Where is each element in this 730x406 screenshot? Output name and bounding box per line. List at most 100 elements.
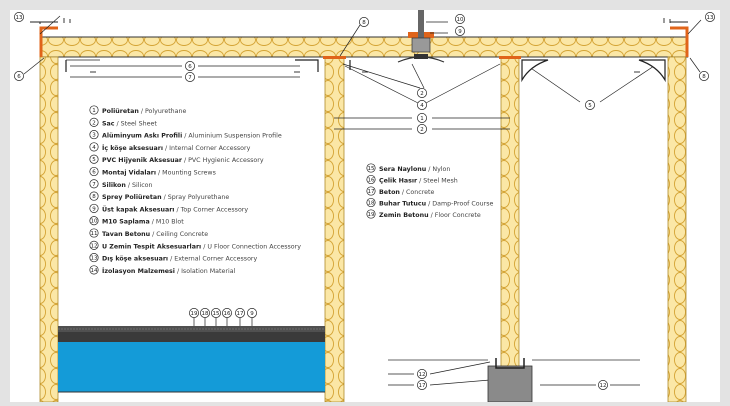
legend-label-en: / Steel Mesh xyxy=(417,178,458,185)
legend-label: Zemin Betonu / Floor Concrete xyxy=(379,212,481,219)
legend-number: 17 xyxy=(368,189,375,195)
legend-label-tr: Poliüretan xyxy=(102,108,139,115)
callout-6-span: 6 xyxy=(185,61,195,71)
callout-12-base-right: 12 xyxy=(598,380,608,390)
callout-badge xyxy=(417,113,427,123)
legend-number-badge xyxy=(89,166,99,177)
wall-panel-right xyxy=(667,56,687,403)
callout-9-top-mid: 9 xyxy=(455,26,465,36)
callout-2-mid: 2 xyxy=(417,88,427,98)
legend-label: Montaj Vidaları / Mounting Screws xyxy=(102,170,216,177)
legend-label: Sprey Poliüretan / Spray Polyurethane xyxy=(102,194,229,201)
legend-label-en: / Polyurethane xyxy=(139,108,187,115)
legend-label-en: / Internal Corner Accessory xyxy=(163,145,251,152)
legend-label: M10 Saplama / M10 Blot xyxy=(102,219,184,226)
legend-number-badge xyxy=(366,174,376,185)
legend-number: 8 xyxy=(92,194,96,200)
legend-label-tr: Beton xyxy=(379,189,400,196)
callout-number: 19 xyxy=(191,311,198,317)
legend-number-badge xyxy=(89,142,99,152)
callout-badge xyxy=(417,88,427,98)
legend-number-badge xyxy=(89,154,99,164)
legend-label-tr: U Zemin Tespit Aksesuarları xyxy=(102,243,201,250)
legend-label-tr: M10 Saplama xyxy=(102,219,150,226)
legend-label-tr: Montaj Vidaları xyxy=(102,170,156,177)
callout-number: 17 xyxy=(419,383,426,389)
callout-13-top-right: 13 xyxy=(705,12,715,22)
callout-badge xyxy=(189,308,199,318)
legend-number: 7 xyxy=(92,182,96,188)
callout-badge xyxy=(222,308,232,318)
callout-number: 4 xyxy=(420,103,424,109)
legend-label-en: / M10 Blot xyxy=(150,219,184,226)
legend-label-en: / Ceiling Concrete xyxy=(150,231,208,238)
wall-panel-middle xyxy=(324,56,345,403)
callout-badge xyxy=(585,100,595,110)
callout-number: 12 xyxy=(419,372,426,378)
callout-10-top-mid: 10 xyxy=(455,14,465,24)
legend-number-badge xyxy=(89,216,99,226)
legend-label-tr: Üst kapak Aksesuarı xyxy=(102,204,174,213)
callout-number: 10 xyxy=(457,17,464,23)
legend-right-item-15: 15 Sera Naylonu / Nylon xyxy=(366,163,450,173)
callout-badge xyxy=(247,308,257,318)
wall-panel-center xyxy=(500,56,520,368)
legend-number-badge xyxy=(366,163,376,173)
callout-badge xyxy=(455,14,465,24)
legend-label-tr: İzolasyon Malzemesi xyxy=(102,266,175,275)
legend-right-item-17: 17 Beton / Concrete xyxy=(366,186,435,196)
callout-number: 13 xyxy=(16,15,23,21)
callout-badge xyxy=(598,380,608,390)
callout-badge xyxy=(455,26,465,36)
legend-label: Buhar Tutucu / Damp-Proof Course xyxy=(379,201,494,208)
legend-number-badge xyxy=(366,209,376,219)
callout-floor-9: 9 xyxy=(247,308,257,318)
callout-number: 16 xyxy=(224,311,231,317)
legend-number: 4 xyxy=(92,145,96,151)
legend-label-en: / Concrete xyxy=(400,189,435,196)
legend-number: 16 xyxy=(368,178,375,184)
legend-label: PVC Hijyenik Aksesuar / PVC Hygienic Acc… xyxy=(102,157,264,164)
callout-badge xyxy=(417,369,427,379)
callout-badge xyxy=(211,308,221,318)
legend-label: Alüminyum Askı Profili / Aluminium Suspe… xyxy=(102,133,282,140)
legend-label-en: / Spray Polyurethane xyxy=(162,194,230,201)
callout-4-mid: 4 xyxy=(417,100,427,110)
legend-number: 15 xyxy=(368,166,375,172)
legend-label: Sera Naylonu / Nylon xyxy=(379,166,450,173)
callout-6-top-left: 6 xyxy=(14,71,24,81)
legend-label-tr: Tavan Betonu xyxy=(102,231,150,238)
legend-number: 5 xyxy=(92,157,96,163)
legend-label-en: / Damp-Proof Course xyxy=(426,201,493,208)
legend-left-item-5: 5 PVC Hijyenik Aksesuar / PVC Hygienic Ac… xyxy=(89,154,264,164)
callout-badge xyxy=(185,72,195,82)
wall-panel-left xyxy=(39,56,59,403)
legend-label-en: / Top Corner Accessory xyxy=(174,206,248,213)
callout-number: 5 xyxy=(588,103,592,109)
legend-label-en: / Floor Concrete xyxy=(429,212,481,219)
callout-number: 12 xyxy=(600,383,607,389)
suspension-profile xyxy=(397,10,445,63)
legend-number: 13 xyxy=(91,256,98,262)
callout-number: 6 xyxy=(17,74,21,80)
callout-badge xyxy=(185,61,195,71)
callout-number: 2 xyxy=(420,91,424,97)
callout-number: 17 xyxy=(237,311,244,317)
floor-section xyxy=(58,326,325,393)
legend-label-en: / Mounting Screws xyxy=(156,170,216,177)
legend-label: İç köşe aksesuarı / Internal Corner Acce… xyxy=(102,143,251,152)
legend-left-item-4: 4 İç köşe aksesuarı / Internal Corner Acc… xyxy=(89,142,251,152)
legend-number: 12 xyxy=(91,243,98,249)
callout-1-mid: 1 xyxy=(417,113,427,123)
legend-label-en: / Silicon xyxy=(126,182,153,189)
callout-number: 8 xyxy=(362,20,366,26)
